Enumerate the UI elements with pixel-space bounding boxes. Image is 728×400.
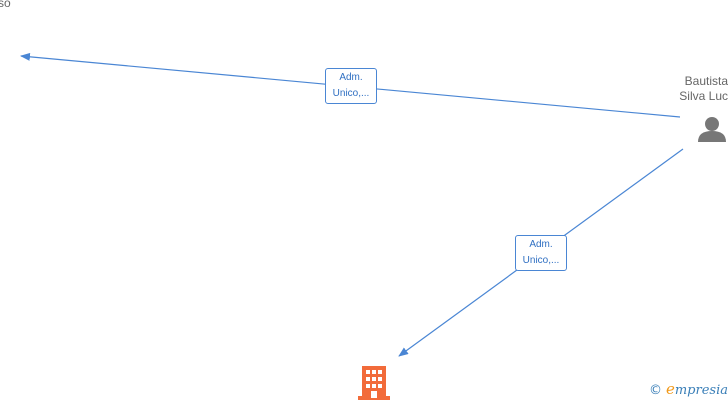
copyright-symbol: ©	[648, 383, 662, 398]
brand-initial: e	[665, 380, 675, 398]
person-name-line2[interactable]: Silva Luc	[679, 89, 728, 103]
edge-label-top: Adm. Unico,...	[325, 68, 377, 104]
person-name-line1[interactable]: Bautista	[684, 74, 728, 88]
edge-label-role: Adm.	[339, 72, 363, 83]
edge-label-detail: Unico,...	[332, 88, 370, 99]
top-left-node-label[interactable]: so	[0, 0, 11, 10]
edge-label-detail: Unico,...	[522, 255, 560, 266]
person-icon[interactable]	[698, 117, 726, 142]
empresia-watermark: ©empresia	[649, 380, 728, 398]
edge-label-bottom: Adm. Unico,...	[515, 235, 567, 271]
building-icon[interactable]	[358, 366, 390, 400]
brand-name: mpresia	[674, 383, 728, 398]
edge-label-role: Adm.	[529, 239, 553, 250]
